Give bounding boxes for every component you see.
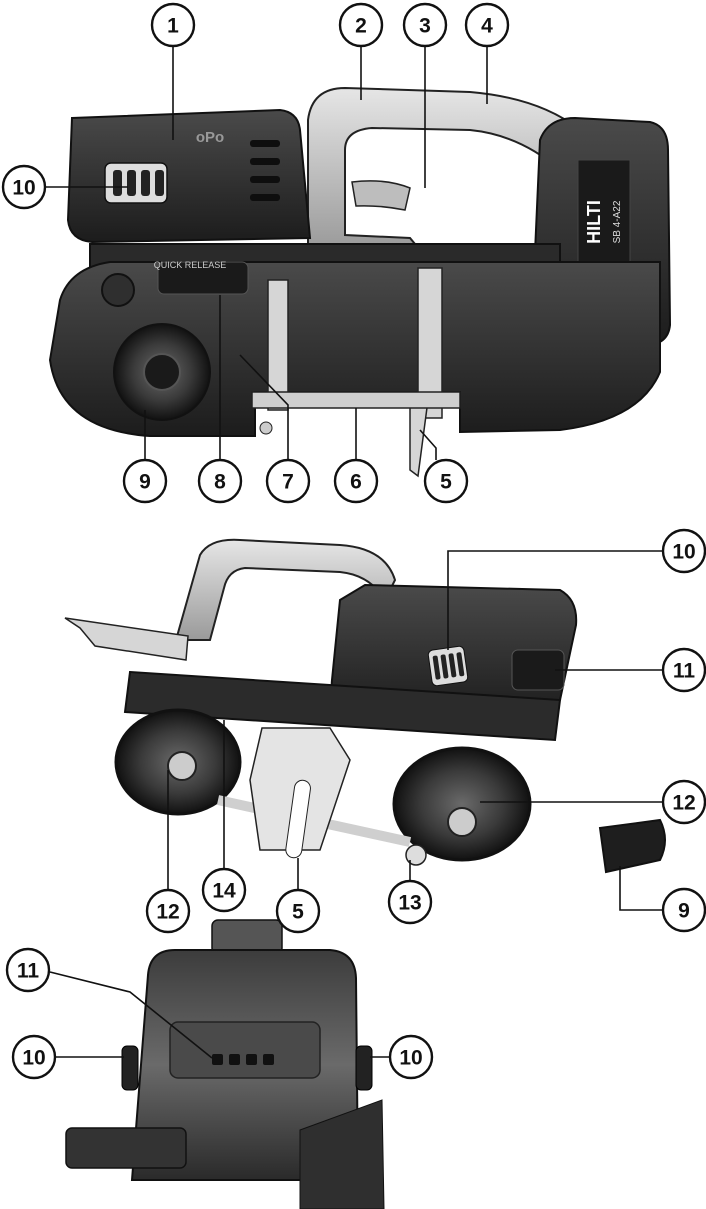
svg-text:7: 7 <box>282 471 294 494</box>
callout-10-under: 10 <box>661 528 706 574</box>
callout-1: 1 <box>150 2 196 48</box>
brand-label: HILTI <box>584 200 604 244</box>
callout-5-side: 5 <box>423 458 469 504</box>
svg-text:10: 10 <box>672 541 695 564</box>
battery-vents <box>250 140 280 201</box>
callout-8: 8 <box>197 458 243 504</box>
callout-11-rear: 11 <box>5 947 51 993</box>
callout-3: 3 <box>402 2 448 48</box>
leader-lines <box>45 47 664 1059</box>
svg-text:5: 5 <box>292 901 304 924</box>
rear-indicator-leds <box>212 1054 274 1065</box>
battery-pack <box>66 108 312 244</box>
svg-text:13: 13 <box>398 892 421 915</box>
quick-release-label: QUICK RELEASE <box>154 260 227 270</box>
callout-14: 14 <box>201 867 247 913</box>
rear-view <box>65 919 385 1209</box>
callout-9-under: 9 <box>661 887 706 933</box>
callout-9-side: 9 <box>122 458 168 504</box>
callout-5-under: 5 <box>275 888 321 934</box>
svg-text:8: 8 <box>214 471 226 494</box>
guide-arm <box>64 617 189 661</box>
blade-adjust-knob <box>405 844 427 866</box>
callout-10-rear-left: 10 <box>11 1034 57 1080</box>
callout-13: 13 <box>387 879 433 925</box>
underside-view <box>64 538 666 874</box>
charge-indicator-bars <box>113 170 164 196</box>
svg-text:4: 4 <box>481 15 493 38</box>
svg-text:1: 1 <box>167 15 179 38</box>
svg-text:10: 10 <box>399 1047 422 1070</box>
svg-text:11: 11 <box>673 660 696 683</box>
rear-grip <box>65 1127 187 1169</box>
grip-handle <box>598 818 666 874</box>
callout-12-right: 12 <box>661 779 706 825</box>
callout-10-side: 10 <box>1 164 47 210</box>
battery-logo: oPo <box>196 129 224 146</box>
svg-text:2: 2 <box>355 15 367 38</box>
rear-top-cap <box>211 919 283 955</box>
svg-text:10: 10 <box>12 177 35 200</box>
callout-10-rear-right: 10 <box>388 1034 434 1080</box>
callout-12-left: 12 <box>145 888 191 934</box>
blade-guide-left <box>267 279 289 411</box>
callout-7: 7 <box>265 458 311 504</box>
trigger <box>351 180 411 211</box>
lever-knob <box>101 273 135 307</box>
svg-text:9: 9 <box>139 471 151 494</box>
svg-text:12: 12 <box>156 901 179 924</box>
frame-bar-2 <box>123 670 562 742</box>
model-label: SB 4-A22 <box>612 200 623 243</box>
svg-text:3: 3 <box>419 15 431 38</box>
svg-text:5: 5 <box>440 471 452 494</box>
svg-text:12: 12 <box>672 792 695 815</box>
callouts: 1 2 3 4 10 9 8 7 6 5 10 11 12 12 14 5 13… <box>1 2 706 1080</box>
quick-release-lever <box>157 261 249 295</box>
brand-plate <box>577 159 631 281</box>
release-button-right <box>355 1045 373 1091</box>
wheel-right <box>392 746 532 862</box>
rear-display-window <box>169 1021 321 1079</box>
callout-4: 4 <box>464 2 510 48</box>
svg-text:9: 9 <box>678 900 690 923</box>
callout-6: 6 <box>333 458 379 504</box>
svg-text:10: 10 <box>22 1047 45 1070</box>
rear-lower-body <box>299 1099 385 1209</box>
svg-text:14: 14 <box>212 880 236 903</box>
release-button-left <box>121 1045 139 1091</box>
blade-tip <box>409 399 429 478</box>
side-view: oPo HILTI SB 4-A22 QUICK RELEASE <box>48 86 672 478</box>
callout-11-under: 11 <box>661 647 706 693</box>
callout-2: 2 <box>338 2 384 48</box>
guard-slot <box>285 779 311 859</box>
svg-text:6: 6 <box>350 471 362 494</box>
svg-text:11: 11 <box>17 960 40 983</box>
